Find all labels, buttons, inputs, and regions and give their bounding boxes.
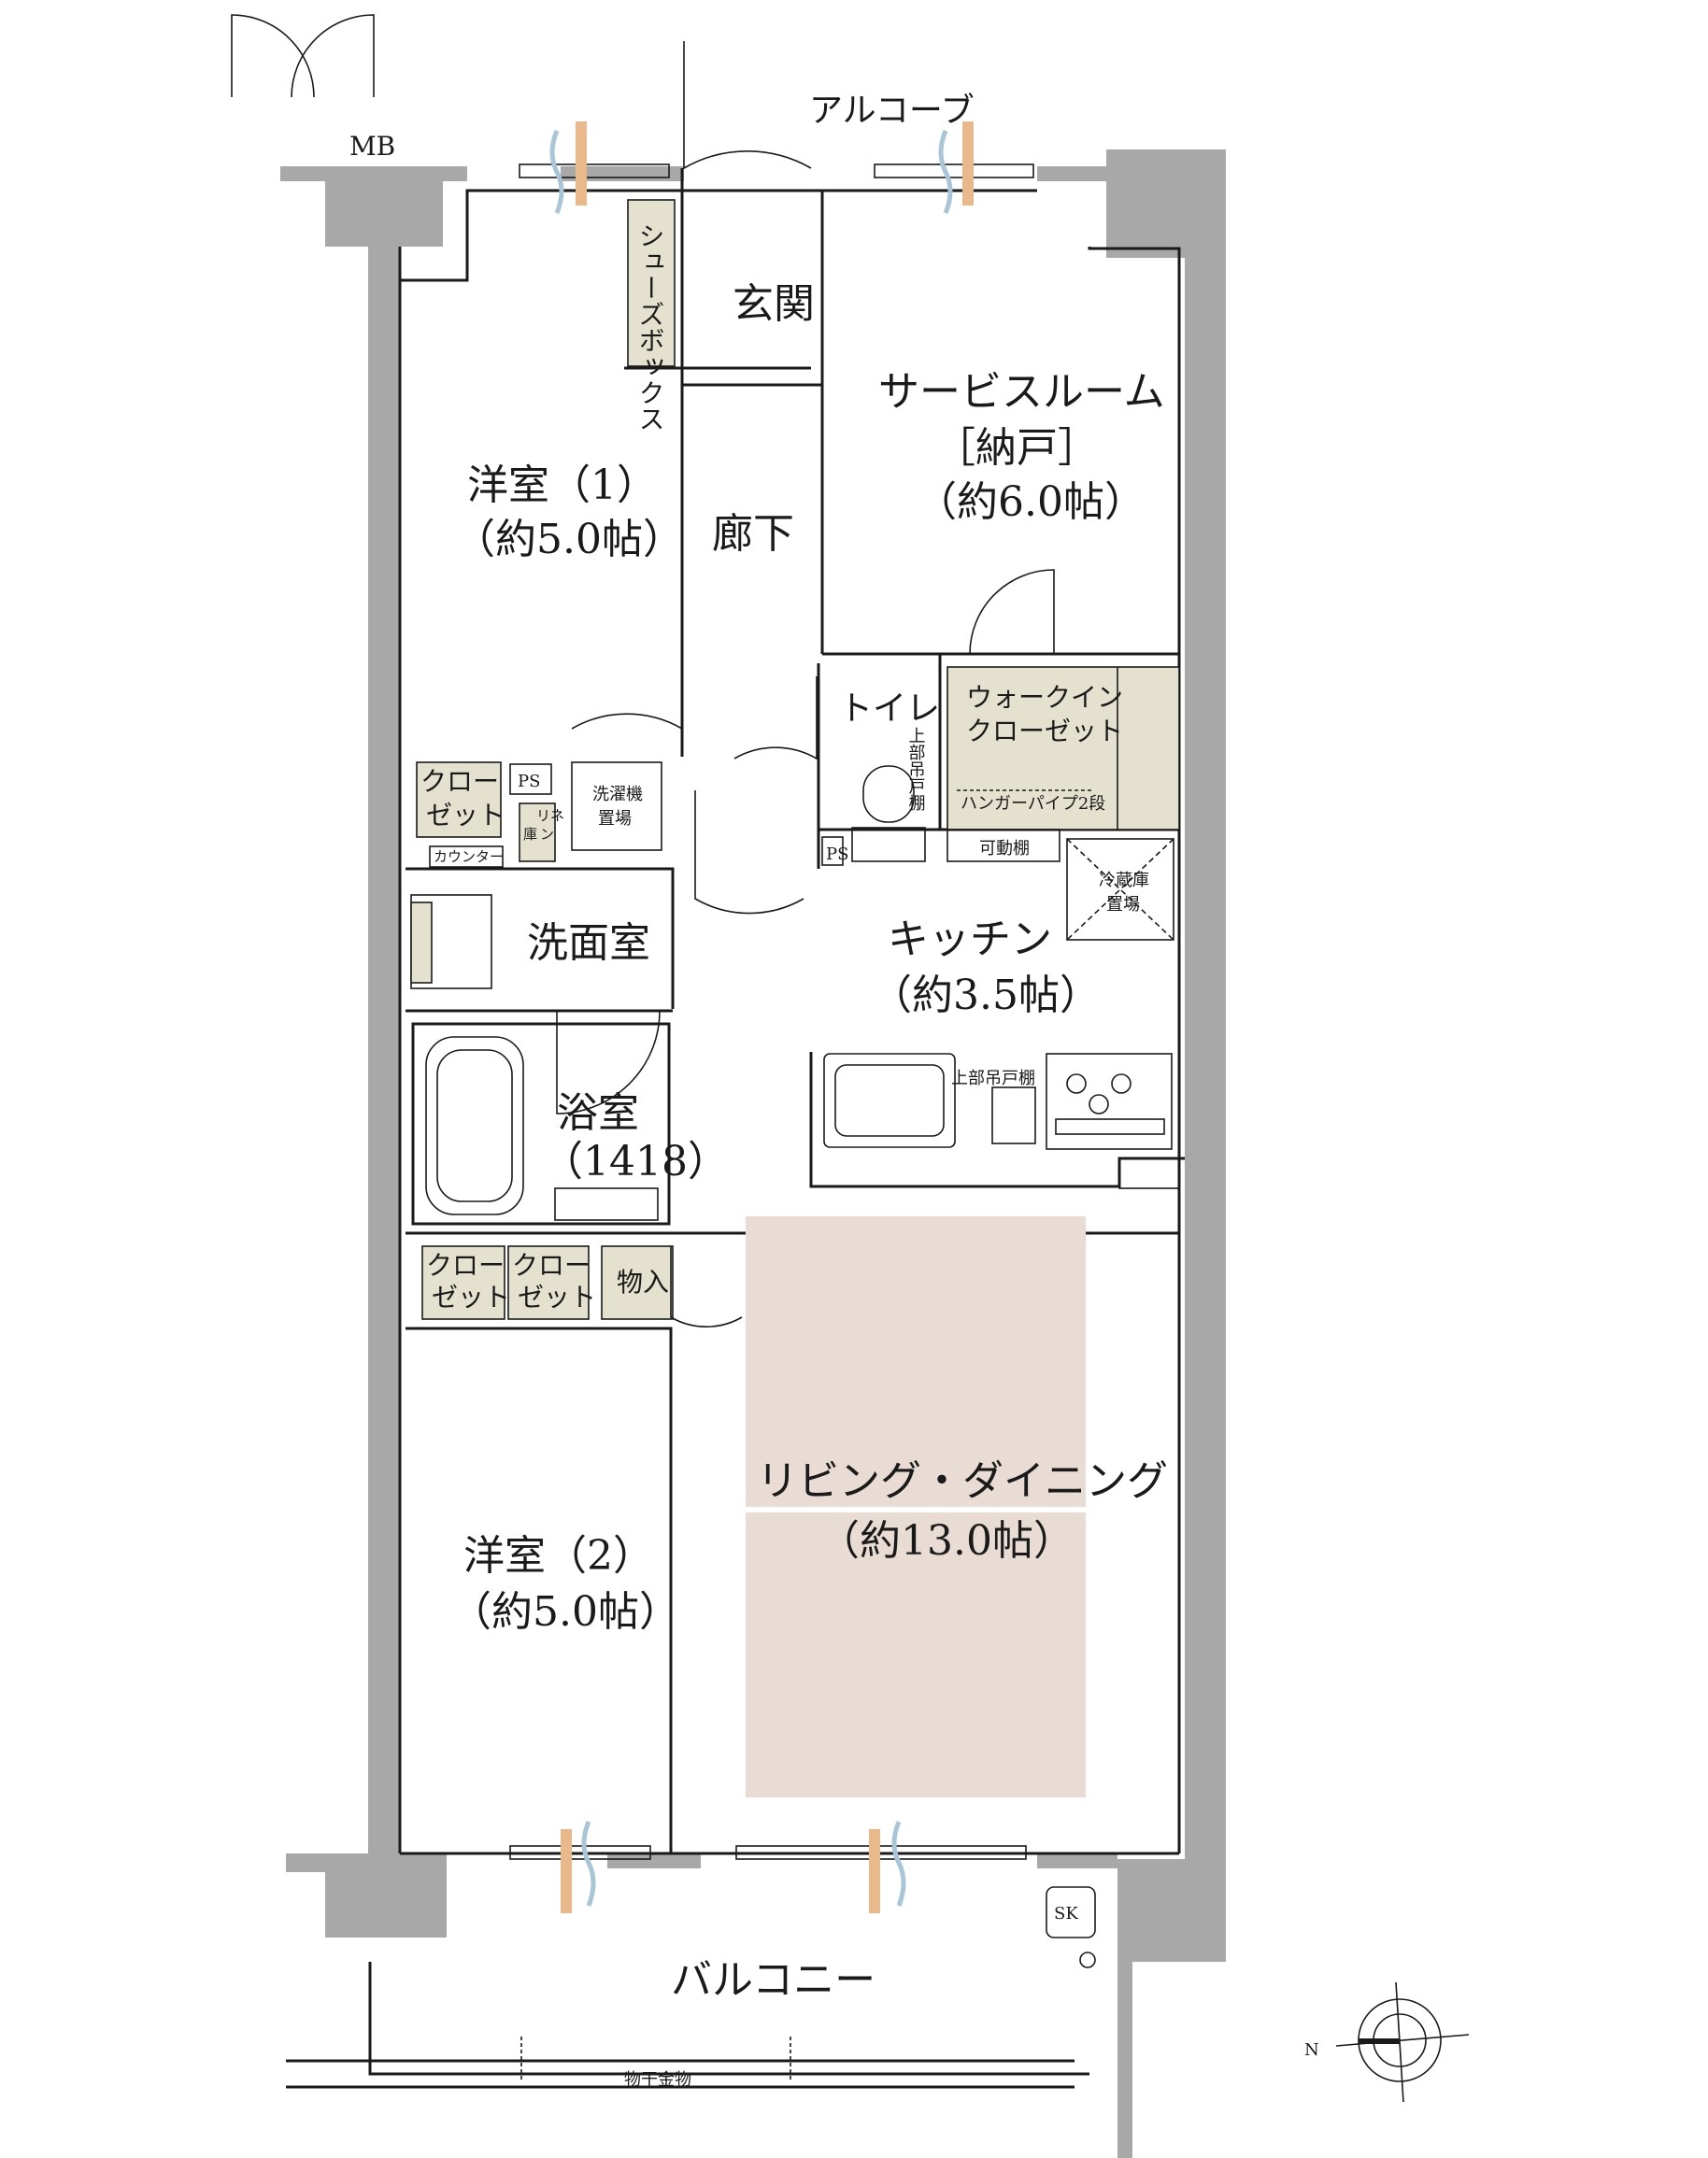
- corridor-label: 廊下: [712, 510, 794, 558]
- fridge-label-2: 置場: [1106, 895, 1140, 915]
- shoe-box: [627, 199, 676, 367]
- interior-walls: [398, 168, 1185, 1855]
- closet-3-label: クロー: [512, 1250, 591, 1281]
- door-swing-icon: [969, 569, 1055, 655]
- closet-1-label: クロー: [420, 766, 499, 797]
- toilet-upper-shelf-label: 上部吊戸棚: [906, 727, 926, 812]
- ps-label-2: PS: [826, 845, 848, 864]
- wic-label: ウォークイン: [966, 682, 1123, 713]
- linen-storage: [519, 802, 556, 862]
- kitchen-size: （約3.5帖）: [871, 972, 1101, 1019]
- service-room-label-2: ［納戸］: [934, 424, 1099, 472]
- compass-icon: [1335, 1981, 1470, 2103]
- sk-label: SK: [1054, 1904, 1078, 1924]
- door-swing-icon: [683, 41, 812, 170]
- door-swing-icon: [231, 14, 315, 98]
- storage-label: 物入: [617, 1267, 669, 1298]
- door-swing-icon: [733, 676, 818, 760]
- counter-label: カウンター: [434, 848, 504, 865]
- mb-label: MB: [349, 131, 395, 162]
- service-room-size: （約6.0帖）: [916, 478, 1146, 526]
- drying-rack-label: 物干金物: [624, 2070, 691, 2090]
- washroom-label: 洗面室: [527, 919, 650, 967]
- ps-label: PS: [518, 772, 540, 791]
- hanger-pipe-label: ハンガーパイプ2段: [961, 794, 1105, 814]
- door-swing-icon: [670, 1246, 743, 1327]
- bathroom-size: （1418）: [542, 1138, 729, 1185]
- ld-label: リビング・ダイニング: [757, 1457, 1168, 1505]
- service-room-label: サービスルーム: [878, 368, 1165, 416]
- wic-label-2: クローゼット: [966, 716, 1123, 746]
- door-swing-icon: [556, 1010, 661, 1114]
- movable-shelf-label: 可動棚: [979, 839, 1030, 859]
- closet-3-label-2: ゼット: [518, 1282, 596, 1313]
- storage-closet: [601, 1245, 674, 1320]
- kitchen-label: キッチン: [888, 916, 1052, 963]
- ld-size: （約13.0帖）: [818, 1517, 1075, 1565]
- windows: [509, 163, 1034, 1860]
- genkan-label: 玄関: [733, 280, 815, 328]
- room1-size: （約5.0帖）: [454, 516, 684, 563]
- fridge-label: 冷蔵庫: [1099, 871, 1149, 890]
- room2-label: 洋室（2）: [463, 1532, 654, 1580]
- linen-label-3: 庫: [523, 826, 537, 843]
- door-swing-icon: [291, 14, 375, 98]
- north-label: N: [1304, 2040, 1319, 2060]
- closet-1-label-2: ゼット: [426, 800, 505, 831]
- washer-label: 洗濯機: [592, 785, 643, 804]
- bathroom-label: 浴室: [557, 1089, 639, 1137]
- airflow-icon: [549, 121, 974, 1913]
- closet-1: [416, 761, 502, 838]
- balcony-label: バルコニー: [671, 1956, 875, 2004]
- linen-label: リネ: [536, 807, 564, 824]
- toilet-label: トイレ: [839, 689, 940, 728]
- doors: [231, 14, 1055, 1327]
- door-swing-icon: [694, 790, 804, 915]
- alcove-label: アルコーブ: [809, 92, 975, 130]
- kitchen-upper-shelf-label: 上部吊戸棚: [951, 1069, 1035, 1088]
- room2-size: （約5.0帖）: [450, 1588, 680, 1636]
- room1-label: 洋室（1）: [467, 461, 658, 509]
- balcony: [286, 1886, 1096, 2089]
- shoe-box-label: シューズボックス: [635, 222, 666, 432]
- walk-in-closet: [947, 666, 1180, 831]
- washer-label-2: 置場: [598, 809, 632, 829]
- room-labels: アルコーブ MB シューズボックス 玄関 サービスルーム ［納戸］ （約6.0帖…: [349, 92, 1319, 2090]
- linen-label-2: ン: [540, 826, 554, 843]
- closet-3: [507, 1245, 590, 1320]
- closet-2-label: クロー: [426, 1250, 505, 1281]
- closet-2-label-2: ゼット: [432, 1282, 510, 1313]
- closet-2: [421, 1245, 505, 1320]
- exterior-walls: [280, 149, 1226, 2158]
- door-swing-icon: [571, 618, 683, 731]
